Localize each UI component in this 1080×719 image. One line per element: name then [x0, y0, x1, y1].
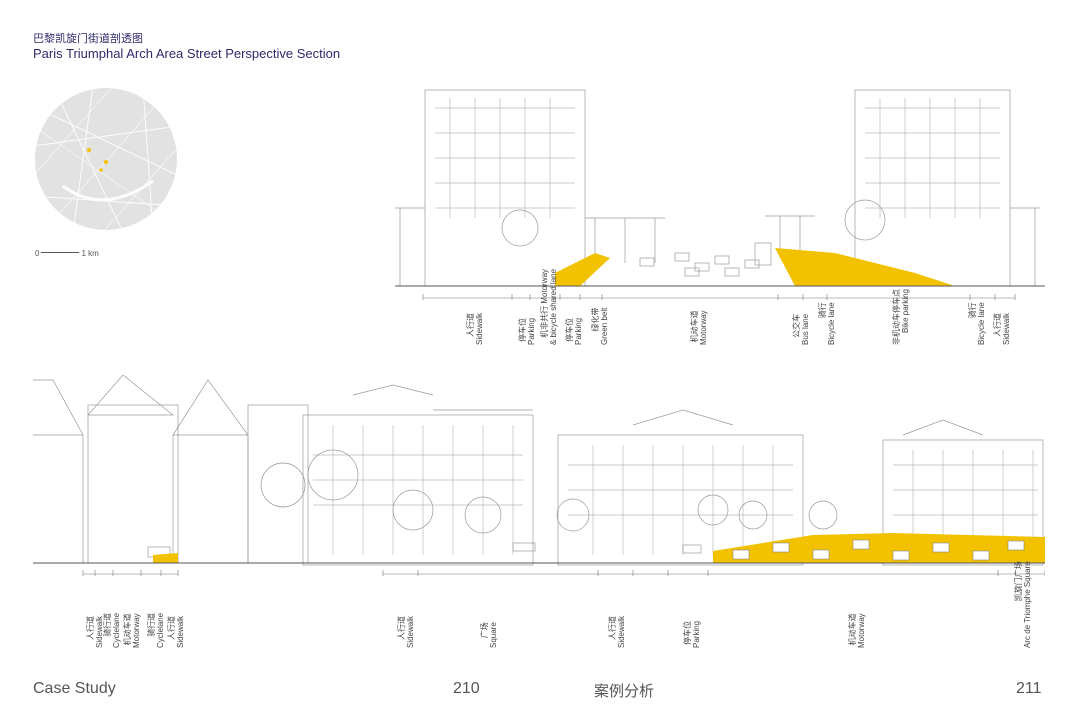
- title-chinese: 巴黎凯旋门街道剖透图: [33, 33, 143, 45]
- bottom-section-label-cn: 人行道: [86, 615, 95, 640]
- top-section-label-en: Green belt: [600, 307, 609, 345]
- bottom-section-label-cn: 骑行道: [103, 612, 112, 637]
- bottom-section-label-cn: 机动车道: [848, 613, 857, 646]
- top-section-label: 机非共行 Motorway& bicycle shared lane: [540, 269, 558, 345]
- bottom-section-label-en: Cyclelane: [112, 612, 121, 648]
- motorway-highlight: [713, 533, 1045, 563]
- page-number-right: 211: [1016, 680, 1042, 697]
- bottom-section-label-cn: 广场: [480, 622, 489, 639]
- top-section-label-cn: 停车位: [518, 317, 527, 342]
- location-map: [35, 88, 177, 230]
- top-section-label-cn: 机非共行 Motorway: [540, 268, 549, 338]
- top-section-label-en: Parking: [574, 317, 583, 345]
- bottom-street-section: [33, 374, 1045, 576]
- bottom-section-label-en: Arc de Triomphe Square: [1023, 561, 1032, 648]
- top-section-label-cn: 人行道: [993, 312, 1002, 337]
- bottom-section-label-cn: 骑行道: [147, 612, 156, 637]
- top-section-label-en: Bicycle lane: [827, 302, 836, 345]
- bottom-section-label-cn: 停车位: [683, 620, 692, 645]
- footer-left-title: Case Study: [33, 680, 116, 697]
- bottom-section-label-cn: 人行道: [397, 615, 406, 640]
- top-section-label-en: Bus lane: [801, 313, 810, 345]
- top-section-label-cn: 停车位: [565, 317, 574, 342]
- bottom-section-label-cn: 机动车道: [123, 613, 132, 646]
- page-number-left: 210: [453, 680, 480, 697]
- bottom-section-label-en: Square: [489, 622, 498, 648]
- top-section-label-en: Sidewalk: [1002, 312, 1011, 345]
- top-section-label-en: Bike parking: [901, 289, 910, 334]
- top-section-label-en: & bicycle shared lane: [549, 268, 558, 345]
- bottom-section-label-en: Sidewalk: [406, 615, 415, 648]
- bottom-section-label-en: Cyclelane: [156, 612, 165, 648]
- scale-end: 1 km: [81, 249, 99, 258]
- bottom-section-label-cn: 凯旋门广场: [1014, 561, 1023, 602]
- top-section-label-cn: 非机动车停车点: [892, 289, 901, 345]
- top-section-label-cn: 骑行: [818, 302, 827, 319]
- scale-start: 0: [35, 249, 40, 258]
- top-section-label-cn: 绿化带: [591, 307, 600, 332]
- bottom-section-label-en: Motorway: [132, 613, 141, 648]
- top-section-label-cn: 公交车: [792, 313, 801, 338]
- map-scale: 0 1 km: [35, 249, 99, 258]
- top-section-label-en: Motorway: [699, 310, 708, 345]
- top-section-label-en: Sidewalk: [475, 312, 484, 345]
- bottom-section-label-cn: 人行道: [608, 615, 617, 640]
- bottom-section-label-en: Sidewalk: [176, 615, 185, 648]
- bottom-section-label-en: Parking: [692, 620, 701, 648]
- top-section-label-cn: 骑行: [968, 302, 977, 319]
- bottom-section-label-en: Sidewalk: [617, 615, 626, 648]
- top-street-section: [395, 89, 1045, 300]
- footer-center-title: 案例分析: [594, 683, 655, 700]
- title-english: Paris Triumphal Arch Area Street Perspec…: [33, 46, 341, 61]
- bike-parking-highlight: [775, 248, 955, 286]
- top-section-label-cn: 机动车道: [690, 310, 699, 343]
- bottom-section-label-cn: 人行道: [167, 615, 176, 640]
- shared-lane-highlight: [555, 253, 610, 286]
- map-marker: [87, 148, 91, 152]
- top-section-label-cn: 人行道: [466, 312, 475, 337]
- bottom-section-label-en: Motorway: [857, 613, 866, 648]
- top-section-label-en: Bicycle lane: [977, 302, 986, 345]
- top-section-label-en: Parking: [527, 317, 536, 345]
